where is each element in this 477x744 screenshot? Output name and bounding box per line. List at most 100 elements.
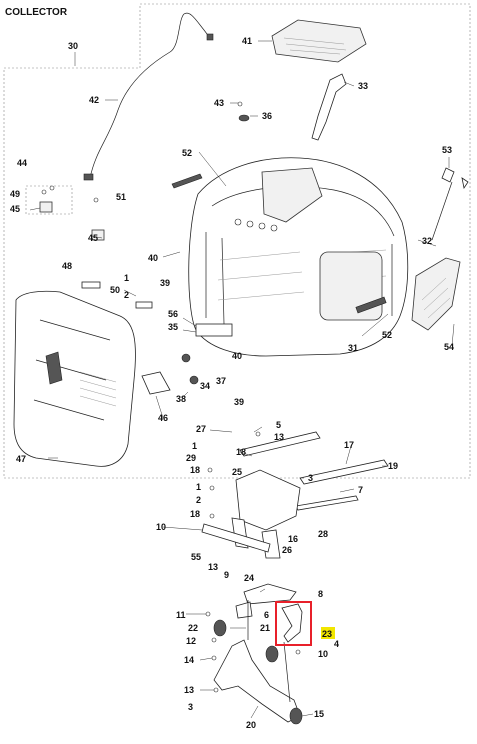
logo-decal <box>355 296 387 314</box>
callout-15: 15 <box>314 709 324 719</box>
callout-30: 30 <box>68 41 78 51</box>
callout-43: 43 <box>214 98 224 108</box>
bar-3 <box>239 431 321 457</box>
cable-42 <box>89 12 211 179</box>
callout-49: 49 <box>10 189 20 199</box>
bracket-53 <box>441 167 469 190</box>
callout-10: 10 <box>318 649 328 659</box>
callout-34: 34 <box>200 381 210 391</box>
callout-23: 23 <box>322 629 332 639</box>
callout-2: 2 <box>196 495 201 505</box>
rod-28 <box>295 495 359 511</box>
callout-2: 2 <box>124 290 129 300</box>
plate-6 <box>235 601 253 619</box>
plate-35 <box>195 323 233 337</box>
lever-33 <box>311 73 347 141</box>
washer-36 <box>238 114 250 122</box>
callout-27: 27 <box>196 424 206 434</box>
callout-55: 55 <box>191 552 201 562</box>
callout-21: 21 <box>260 623 270 633</box>
callout-53: 53 <box>442 145 452 155</box>
wheel-10 <box>265 645 279 663</box>
bar-19 <box>299 459 389 485</box>
top-hatch <box>261 167 323 223</box>
callout-labels: 30 41 42 33 43 36 52 53 44 49 45 51 45 3… <box>10 36 454 730</box>
callout-1: 1 <box>192 441 197 451</box>
callout-18: 18 <box>190 465 200 475</box>
frame-16 <box>235 469 301 531</box>
callout-1: 1 <box>196 482 201 492</box>
callout-56: 56 <box>168 309 178 319</box>
nut-34 <box>181 353 191 363</box>
callout-20: 20 <box>246 720 256 730</box>
callout-14: 14 <box>184 655 194 665</box>
bracket-9 <box>201 523 271 553</box>
callout-35: 35 <box>168 322 178 332</box>
callout-24: 24 <box>244 573 254 583</box>
brand-logo <box>45 351 63 385</box>
callout-48: 48 <box>62 261 72 271</box>
bracket-46 <box>141 371 171 395</box>
callout-42: 42 <box>89 95 99 105</box>
callout-36: 36 <box>262 111 272 121</box>
callout-9: 9 <box>224 570 229 580</box>
callout-47: 47 <box>16 454 26 464</box>
callout-45: 45 <box>88 233 98 243</box>
callout-7: 7 <box>358 485 363 495</box>
callout-41: 41 <box>242 36 252 46</box>
callout-5: 5 <box>276 420 281 430</box>
callout-17: 17 <box>344 440 354 450</box>
top-cover-41 <box>271 19 367 63</box>
callout-12: 12 <box>186 636 196 646</box>
callout-19: 19 <box>388 461 398 471</box>
callout-10: 10 <box>156 522 166 532</box>
arm-24 <box>243 583 297 605</box>
callout-31: 31 <box>348 343 358 353</box>
callout-29: 29 <box>186 453 196 463</box>
clip-45a <box>39 201 53 213</box>
callout-26: 26 <box>282 545 292 555</box>
bracket-23 <box>281 603 303 643</box>
callout-50: 50 <box>110 285 120 295</box>
callout-32: 32 <box>422 236 432 246</box>
side-cover-48 <box>13 290 136 467</box>
callout-4: 4 <box>334 639 339 649</box>
highlight-marker-23 <box>321 627 335 639</box>
callout-37: 37 <box>216 376 226 386</box>
callout-33: 33 <box>358 81 368 91</box>
highlight-box-23 <box>275 601 312 646</box>
side-window <box>319 251 383 321</box>
callout-18: 18 <box>190 509 200 519</box>
pivot-15 <box>289 707 303 725</box>
callout-3: 3 <box>308 473 313 483</box>
callout-52: 52 <box>382 330 392 340</box>
callout-51: 51 <box>116 192 126 202</box>
leader-lines <box>29 40 455 719</box>
callout-40: 40 <box>148 253 158 263</box>
callout-18: 18 <box>236 447 246 457</box>
clip-45b <box>91 229 105 241</box>
callout-6: 6 <box>264 610 269 620</box>
callout-28: 28 <box>318 529 328 539</box>
callout-44: 44 <box>17 158 27 168</box>
callout-39: 39 <box>160 278 170 288</box>
callout-13: 13 <box>208 562 218 572</box>
callout-46: 46 <box>158 413 168 423</box>
callout-11: 11 <box>176 610 186 620</box>
callout-38: 38 <box>176 394 186 404</box>
cable-end-icon <box>206 33 214 41</box>
decal-52 <box>171 173 203 189</box>
callout-13: 13 <box>274 432 284 442</box>
side-vent-32 <box>411 257 461 331</box>
callout-3: 3 <box>188 702 193 712</box>
callout-22: 22 <box>188 623 198 633</box>
cable-plug-icon <box>83 173 94 181</box>
linkage-20 <box>213 639 301 723</box>
callout-25: 25 <box>232 467 242 477</box>
callout-16: 16 <box>288 534 298 544</box>
callout-45: 45 <box>10 204 20 214</box>
callout-40: 40 <box>232 351 242 361</box>
callout-13: 13 <box>184 685 194 695</box>
callout-8: 8 <box>318 589 323 599</box>
